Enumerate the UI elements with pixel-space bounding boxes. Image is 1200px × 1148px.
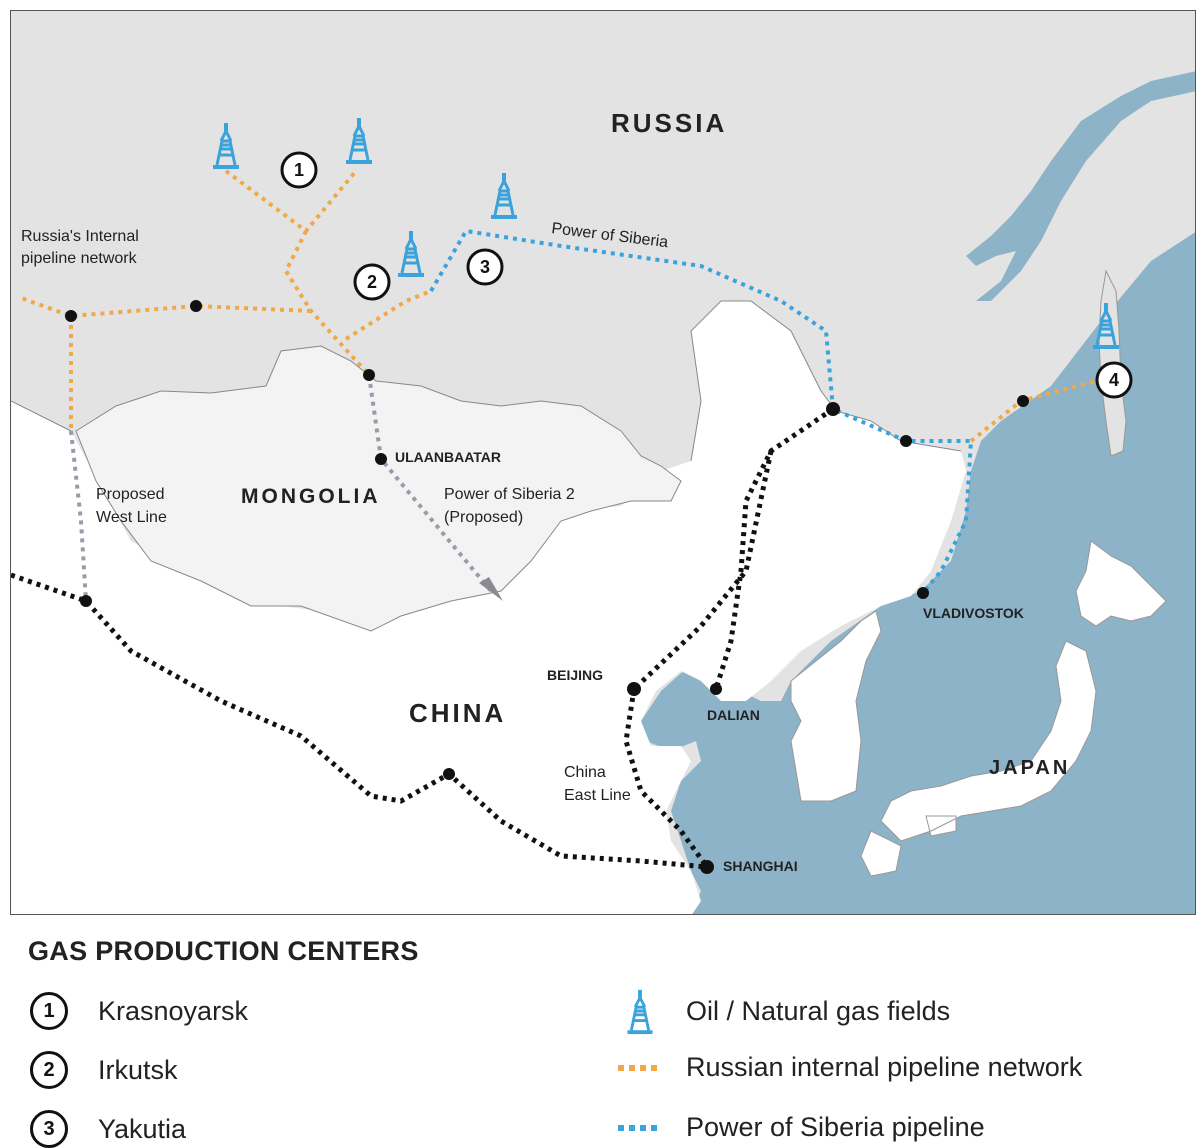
center-number-badge: 1 [30,992,68,1030]
legend: GAS PRODUCTION CENTERS 1 Krasnoyarsk 2 I… [0,916,1200,1148]
label-beijing: BEIJING [547,667,603,683]
svg-text:2: 2 [367,272,377,292]
center-name: Krasnoyarsk [98,995,249,1026]
china-region [11,301,966,914]
gas-field-icon [626,988,654,1036]
internal-pipeline-swatch [618,1064,662,1071]
legend-center-2: 2 Irkutsk [30,1051,178,1089]
marker-3: 3 [466,248,504,286]
label-shanghai: SHANGHAI [723,858,798,874]
power-of-siberia-pipeline [429,228,974,595]
watermark: 网易号 | 天生是美女 [1038,1100,1182,1119]
label-east-line-2: East Line [564,787,631,804]
legend-internal: Russian internal pipeline network [618,1052,1082,1083]
label-west-line: Proposed [96,486,165,503]
label-pos2-proposed: (Proposed) [444,509,523,526]
marker-1: 1 [280,151,318,189]
legend-title: GAS PRODUCTION CENTERS [28,936,419,966]
marker-2: 2 [353,263,391,301]
label-russia-internal: Russia's Internal [21,228,139,245]
legend-fields: Oil / Natural gas fields [618,986,950,1036]
center-name: Yakutia [98,1113,187,1144]
label-mongolia: MONGOLIA [241,485,381,508]
junction-dots [65,300,1029,874]
siberia-pipeline-swatch [618,1124,662,1131]
sea [641,71,1195,914]
japan-islands [860,540,1167,877]
svg-text:4: 4 [1109,370,1119,390]
map: 1 2 3 4 RUSSIA MONGOLIA CHINA JAPAN ULAA… [10,10,1196,915]
legend-siberia: Power of Siberia pipeline [618,1112,985,1143]
proposed-west-line-pipeline [69,430,88,602]
center-name: Irkutsk [98,1054,178,1085]
label-russia-internal-2: pipeline network [21,250,138,267]
center-number-badge: 2 [30,1051,68,1089]
label-dalian: DALIAN [707,707,760,723]
center-number-badge: 3 [30,1110,68,1148]
label-vladivostok: VLADIVOSTOK [923,605,1024,621]
label-pos2: Power of Siberia 2 [444,486,575,503]
label-west-line-2: West Line [96,509,167,526]
pos2-arrowhead [479,577,503,601]
label-russia: RUSSIA [611,108,727,138]
china-pipelines [11,406,835,870]
label-east-line: China [564,764,606,781]
svg-text:3: 3 [480,257,490,277]
legend-center-3: 3 Yakutia [30,1110,186,1148]
label-ulaanbaatar: ULAANBAATAR [395,449,501,465]
korea-peninsula [790,610,882,802]
marker-4: 4 [1095,361,1133,399]
legend-internal-label: Russian internal pipeline network [686,1052,1083,1082]
mongolia-region [75,345,682,632]
label-japan: JAPAN [989,757,1070,779]
legend-fields-label: Oil / Natural gas fields [686,995,951,1026]
legend-siberia-label: Power of Siberia pipeline [686,1112,985,1142]
legend-center-1: 1 Krasnoyarsk [30,992,248,1030]
svg-text:1: 1 [294,160,304,180]
label-china: CHINA [409,698,506,728]
